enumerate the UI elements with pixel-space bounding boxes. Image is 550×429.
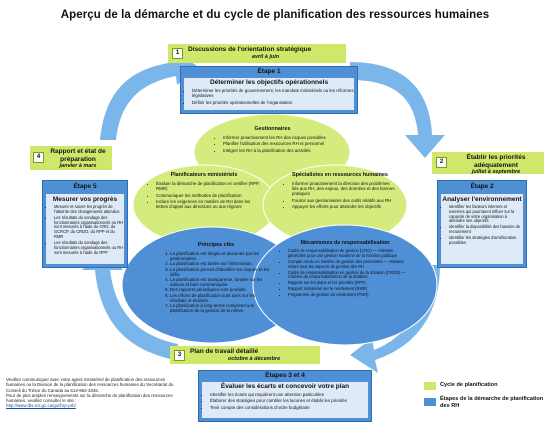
- page-title: Aperçu de la démarche et du cycle de pla…: [60, 9, 490, 21]
- legend-cycle: Cycle de planification: [440, 382, 498, 388]
- footer-line: Veuillez communiquer avec votre agent mi…: [6, 377, 174, 393]
- gestionnaires-title: Gestionnaires: [254, 126, 291, 132]
- specialistes-item: Appuyer les efforts pour atteindre les o…: [292, 204, 396, 209]
- step2-number: 2: [436, 157, 447, 168]
- step2-box-title: Étape 2: [470, 183, 494, 190]
- footer-note: Veuillez communiquer avec votre agent mi…: [6, 377, 182, 409]
- step4-band: 4 Rapport et état de préparation janvier…: [30, 146, 112, 170]
- principes-item: La planification est dirigée et assumée …: [170, 251, 270, 261]
- gestionnaires-text: Gestionnaires Informer proactivement les…: [215, 126, 330, 154]
- step4-item: Les résultats du sondage des fonctionnai…: [54, 215, 124, 240]
- arrow-top-left: [100, 50, 200, 140]
- step4-item: Les résultats du sondage des fonctionnai…: [54, 240, 124, 255]
- step2-band: 2 Établir les priorités adéquatement jui…: [432, 152, 544, 175]
- footer-link[interactable]: http://www.tbs-sct.gc.ca/gui/hrp-prh/: [6, 403, 76, 409]
- principes-item: Des rapports périodiques sont produits.: [170, 287, 270, 292]
- mecanismes-item: Rapport sur les plans et les priorités (…: [288, 281, 410, 286]
- mecanismes-item: Compte rendu en matière de gestion des p…: [288, 259, 410, 270]
- specialistes-list: Informer proactivement la direction des …: [284, 181, 396, 209]
- principes-item: La planification est basée sur l'informa…: [170, 261, 270, 266]
- planificateurs-item: Communiquer les méthodes de planificatio…: [156, 193, 260, 198]
- step1-item: Déterminer les priorités de gouvernement…: [192, 88, 354, 98]
- step4-when: janvier à mars: [59, 163, 97, 169]
- step2-item: Identifier les stratégies d'amélioration…: [449, 235, 523, 246]
- mecanismes-text: Mécanismes de responsabilisation Cadre d…: [280, 240, 410, 299]
- step1-item: Définir les priorités opérationnelles de…: [192, 100, 354, 105]
- step2-when: juillet à septembre: [471, 169, 521, 175]
- principes-item: La planification à long terme comprend u…: [170, 303, 270, 313]
- step3-list: Identifier les écarts qui requièrent une…: [202, 392, 368, 410]
- step1-when: avril à juin: [251, 53, 280, 60]
- step3-box-heading: Évaluer les écarts et concevoir votre pl…: [220, 383, 350, 390]
- step1-box-title: Étape 1: [257, 68, 281, 75]
- step3-band: 3 Plan de travail détaillé octobre à déc…: [170, 346, 320, 364]
- step4-item: Mesurer et suivre les progrès de l'attei…: [54, 204, 124, 215]
- gestionnaires-item: Planifier l'utilisation des ressources R…: [223, 141, 330, 146]
- planificateurs-item: Inclure les exigences en matière de RH d…: [156, 199, 260, 209]
- planificateurs-item: Évaluer la démarche de planification et …: [156, 181, 260, 191]
- gestionnaires-list: Informer proactivement les RH des risque…: [215, 135, 330, 153]
- step4-box-inner: Mesurer vos progrès Mesurer et suivre le…: [46, 194, 124, 264]
- mecanismes-item: Programme de gestion du rendement (PGR): [288, 293, 410, 298]
- specialistes-item: Fournir aux gestionnaires des outils rel…: [292, 198, 396, 203]
- step3-box-inner: Évaluer les écarts et concevoir votre pl…: [202, 382, 368, 418]
- step3-item: Identifier les écarts qui requièrent une…: [210, 392, 368, 397]
- principes-item: La planification est transparente, fondé…: [170, 277, 270, 287]
- planificateurs-list: Évaluer la démarche de planification et …: [148, 181, 260, 209]
- gestionnaires-item: Intégrer les RH à la planification des a…: [223, 148, 330, 153]
- step3-box: Étapes 3 et 4 Évaluer les écarts et conc…: [198, 370, 372, 422]
- step1-list: Déterminer les priorités de gouvernement…: [184, 88, 354, 105]
- principes-text: Principes clés La planification est diri…: [162, 242, 270, 313]
- step1-band: 1 Discussions de l'orientation stratégiq…: [168, 44, 346, 63]
- legend-swatch-etapes: [424, 398, 436, 406]
- specialistes-title: Spécialistes en ressources humaines: [292, 172, 388, 178]
- step3-when: octobre à décembre: [227, 355, 281, 362]
- step4-box: Étape 5 Mesurer vos progrès Mesurer et s…: [42, 180, 128, 268]
- step3-number: 3: [174, 350, 185, 361]
- step2-item: Identifier les facteurs internes et exte…: [449, 204, 523, 224]
- step1-box-heading: Déterminer les objectifs opérationnels: [209, 79, 329, 86]
- step1-label: Discussions de l'orientation stratégique: [188, 46, 312, 53]
- step2-box-heading: Analyser l'environnement: [442, 196, 522, 203]
- step2-label: Établir les priorités adéquatement: [466, 154, 526, 169]
- step3-item: Élaborer des stratégies pour combler les…: [210, 398, 368, 403]
- footer-line: Pour de plus amples renseignements sur l…: [6, 392, 173, 404]
- specialistes-text: Spécialistes en ressources humaines Info…: [284, 172, 396, 211]
- principes-item: Les efforts de planification sont axés s…: [170, 293, 270, 303]
- mecanismes-title: Mécanismes de responsabilisation: [300, 240, 390, 246]
- step2-box: Étape 2 Analyser l'environnement Identif…: [437, 180, 527, 268]
- principes-item: La planification permet d'identifier les…: [170, 267, 270, 277]
- legend-swatch-cycle: [424, 382, 436, 390]
- planificateurs-text: Planificateurs ministériels Évaluer la d…: [148, 172, 260, 211]
- planificateurs-title: Planificateurs ministériels: [170, 172, 238, 178]
- mecanismes-item: Cadre de responsabilisation en gestion d…: [288, 270, 410, 281]
- step4-box-heading: Mesurer vos progrès: [52, 196, 118, 203]
- step3-item: Tenir compte des considérations d'ordre …: [210, 405, 368, 410]
- step1-box: Étape 1 Déterminer les objectifs opérati…: [180, 66, 358, 114]
- step3-label: Plan de travail détaillé: [190, 348, 259, 355]
- legend-etapes: Étapes de la démarche de planification d…: [440, 396, 544, 409]
- step2-list: Identifier les facteurs internes et exte…: [441, 204, 523, 246]
- mecanismes-item: Cadre de responsabilisation de gestion (…: [288, 248, 410, 259]
- step2-box-inner: Analyser l'environnement Identifier les …: [441, 194, 523, 264]
- arrow-bottom-left: [82, 247, 178, 360]
- ellipse-mecanismes: [252, 224, 438, 346]
- principes-title: Principes clés: [197, 242, 235, 248]
- step1-number: 1: [172, 48, 183, 59]
- step4-label: Rapport et état de préparation: [50, 148, 106, 163]
- step4-list: Mesurer et suivre les progrès de l'attei…: [46, 204, 124, 255]
- step4-number: 4: [33, 152, 44, 163]
- step3-box-title: Étapes 3 et 4: [265, 372, 305, 379]
- gestionnaires-item: Informer proactivement les RH des risque…: [223, 135, 330, 140]
- principes-list: La planification est dirigée et assumée …: [162, 251, 270, 313]
- mecanismes-item: Rapport ministériel sur le rendement (RM…: [288, 287, 410, 292]
- step1-box-inner: Déterminer les objectifs opérationnels D…: [184, 78, 354, 110]
- step4-box-title: Étape 5: [73, 183, 97, 190]
- arrow-top-right: [350, 62, 445, 158]
- specialistes-item: Informer proactivement la direction des …: [292, 181, 396, 197]
- mecanismes-list: Cadre de responsabilisation de gestion (…: [280, 248, 410, 298]
- step2-item: Identifier la disponibilité des bassins …: [449, 225, 523, 235]
- arrow-bottom-right: [350, 265, 440, 373]
